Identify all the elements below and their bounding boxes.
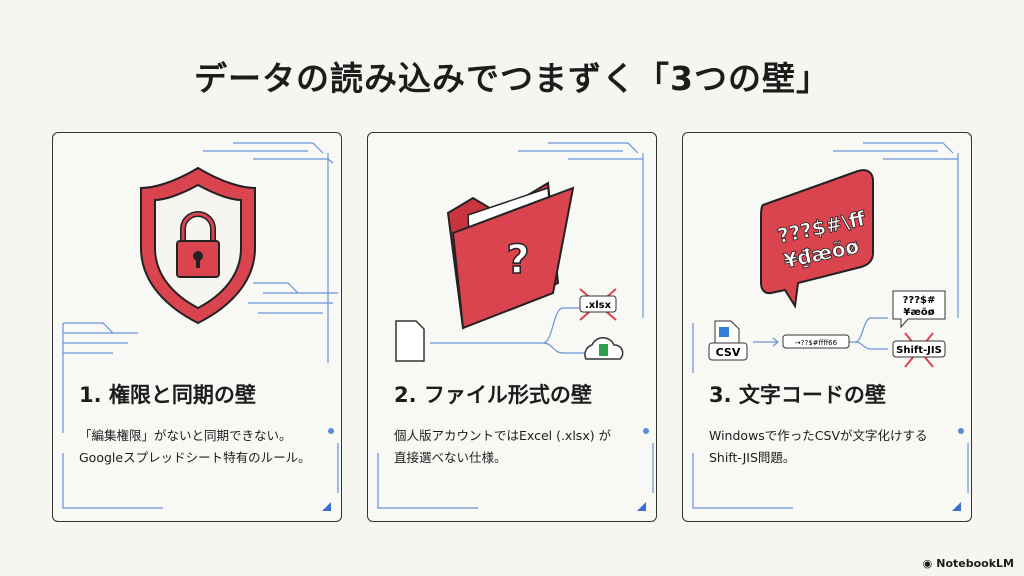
card-description: 「編集権限」がないと同期できない。Googleスプレッドシート特有のルール。 <box>79 428 311 465</box>
circuit-decoration: ???$#\ff ¥₫æõø CSV →??$#ffff66 ???$# ¥æõ… <box>692 142 969 509</box>
circuit-decoration <box>62 142 339 509</box>
garbled-speech-bubble-icon: ???$#\ff ¥₫æõø <box>760 169 874 309</box>
notebooklm-logo: ◉NotebookLM <box>922 557 1014 570</box>
svg-text:???$#: ???$# <box>903 295 936 306</box>
card-file-format: ? .xlsx 2. ファイル形式の壁 個人版アカウントではExcel (.xl… <box>367 132 657 522</box>
garbled-stream: →??$#ffff66 <box>782 334 850 349</box>
page-title: データの読み込みでつまずく「3つの壁」 <box>194 59 830 98</box>
shift-jis-crossed-icon: Shift-JIS <box>892 332 946 368</box>
card-encoding: ???$#\ff ¥₫æõø CSV →??$#ffff66 ???$# ¥æõ… <box>682 132 972 522</box>
card-title: 3. 文字コードの壁 <box>709 383 886 407</box>
svg-text:Shift-JIS: Shift-JIS <box>896 345 942 356</box>
card-title: 2. ファイル形式の壁 <box>394 383 592 407</box>
shield-lock-icon <box>140 166 256 325</box>
card-description: 個人版アカウントではExcel (.xlsx) が直接選べない仕様。 <box>394 428 612 465</box>
svg-text:¥æõø: ¥æõø <box>903 307 934 318</box>
svg-text:.xlsx: .xlsx <box>585 300 612 311</box>
card-permission: 1. 権限と同期の壁 「編集権限」がないと同期できない。Googleスプレッドシ… <box>52 132 342 522</box>
csv-file-icon: CSV <box>708 320 748 361</box>
folder-question-icon: ? <box>446 181 575 330</box>
cloud-sheets-icon <box>584 337 624 360</box>
corner-marker <box>952 502 961 511</box>
card-title: 1. 権限と同期の壁 <box>79 383 256 407</box>
svg-text:CSV: CSV <box>716 346 741 359</box>
corner-marker <box>322 502 331 511</box>
small-garbled-bubble: ???$# ¥æõø <box>892 290 946 329</box>
svg-text:?: ? <box>506 237 529 283</box>
circuit-decoration: ? .xlsx <box>377 142 654 509</box>
document-icon <box>395 320 425 362</box>
svg-text:→??$#ffff66: →??$#ffff66 <box>795 339 838 347</box>
corner-marker <box>637 502 646 511</box>
notebooklm-icon: ◉ <box>922 557 933 570</box>
xlsx-crossed-icon: .xlsx <box>579 288 617 321</box>
